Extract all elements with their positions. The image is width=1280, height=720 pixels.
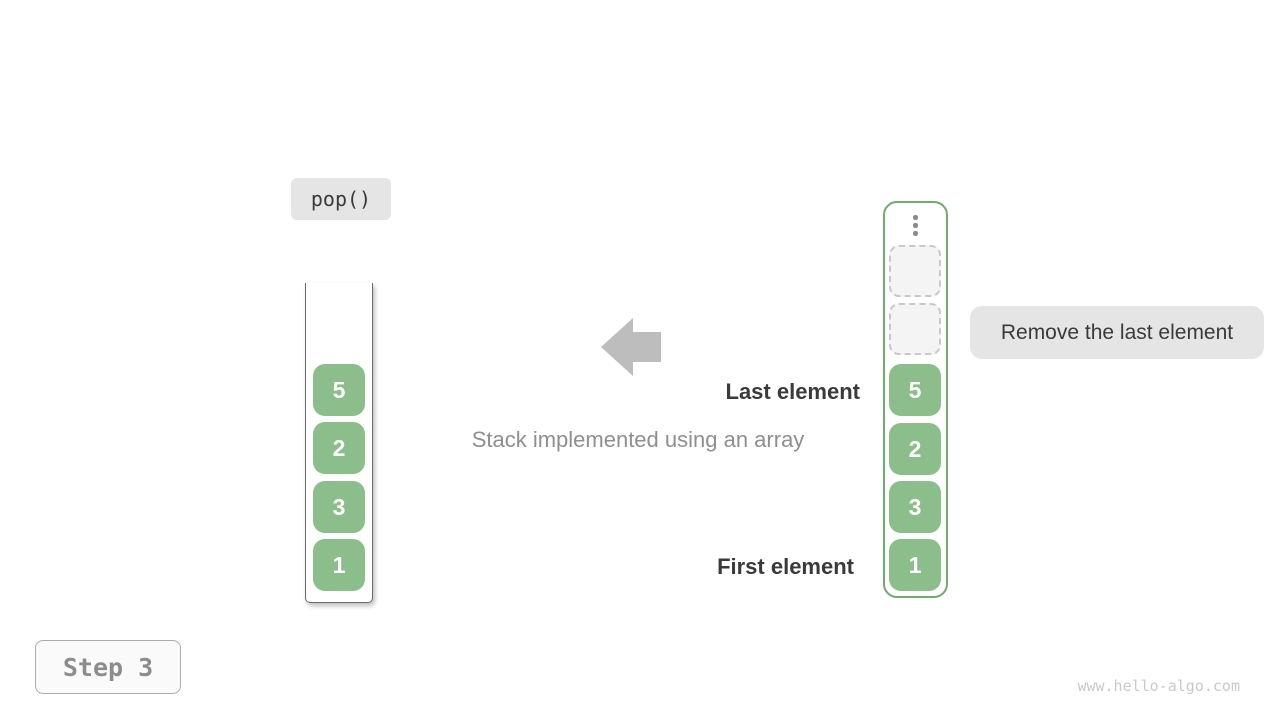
last-element-label: Last element	[725, 379, 861, 404]
empty-array-slot	[889, 245, 941, 297]
operation-label: pop()	[291, 178, 391, 220]
vertical-ellipsis-icon	[885, 215, 946, 236]
caption-text: Stack implemented using an array	[471, 427, 805, 452]
array-element: 5	[889, 364, 941, 416]
first-element-label: First element	[717, 554, 854, 579]
stack-element: 1	[313, 539, 365, 591]
array-element: 2	[889, 423, 941, 475]
stack-container: 5 2 3 1	[305, 283, 373, 603]
stack-element: 3	[313, 481, 365, 533]
step-indicator: Step 3	[35, 640, 181, 694]
array-element: 3	[889, 481, 941, 533]
stack-element: 5	[313, 364, 365, 416]
watermark: www.hello-algo.com	[1077, 677, 1240, 695]
empty-array-slot	[889, 303, 941, 355]
stack-element: 2	[313, 422, 365, 474]
left-arrow-icon	[601, 318, 661, 376]
array-container: 5 2 3 1	[883, 201, 948, 598]
array-element: 1	[889, 539, 941, 591]
remove-annotation-label: Remove the last element	[970, 306, 1264, 359]
